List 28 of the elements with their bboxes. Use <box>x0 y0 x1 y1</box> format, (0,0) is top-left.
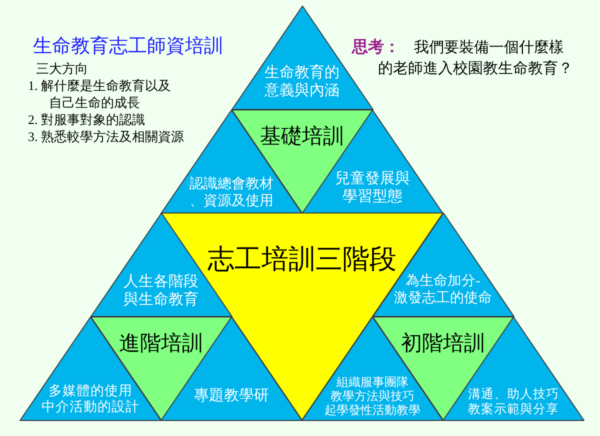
topic-label: 人生各階段與生命教育 <box>123 273 199 309</box>
corner-triangle <box>161 316 302 420</box>
list-heading: 三大方向 <box>36 60 88 77</box>
list-item: 2. 對服事對象的認識 <box>28 111 145 128</box>
topic-label: 認識總會教材、資源及使用 <box>189 176 274 210</box>
topic-label: 兒童發展與學習型態 <box>334 170 410 206</box>
list-item: 1. 解什麼是生命教育以及自己生命的成長 <box>28 77 172 111</box>
question-text: 思考：我們要裝備一個什麼樣的老師進入校園教生命教育？ <box>352 38 574 79</box>
topic-label: 中介活動的設計 <box>42 398 140 414</box>
topic-label: 為生命加分-激發志工的使命 <box>394 273 492 307</box>
topic-label: 多媒體的使用 <box>48 382 132 398</box>
stage-label: 基礎培訓 <box>260 124 344 148</box>
corner-triangle <box>20 316 161 420</box>
stage-label: 初階培訓 <box>401 330 485 354</box>
list-item: 3. 熟悉較學方法及相關資源 <box>28 128 184 145</box>
topic-label: 組織服事團隊 <box>336 374 408 388</box>
stage-label: 進階培訓 <box>119 330 203 354</box>
corner-triangle <box>443 316 584 420</box>
corner-triangle <box>302 110 443 213</box>
topic-label: 教學方法與技巧 <box>330 388 414 402</box>
center-title: 志工培訓三階段 <box>208 243 396 275</box>
topic-label: 教案示範與分享 <box>468 402 559 416</box>
topic-label: 溝通、助人技巧 <box>468 386 559 402</box>
topic-label: 專題教學研 <box>194 386 269 404</box>
topic-label: 起學發性活動教學 <box>324 402 420 416</box>
title: 生命教育志工師資培訓 <box>33 35 223 59</box>
topic-label: 生命教育的意義與內涵 <box>264 64 340 100</box>
corner-triangle <box>302 316 443 420</box>
